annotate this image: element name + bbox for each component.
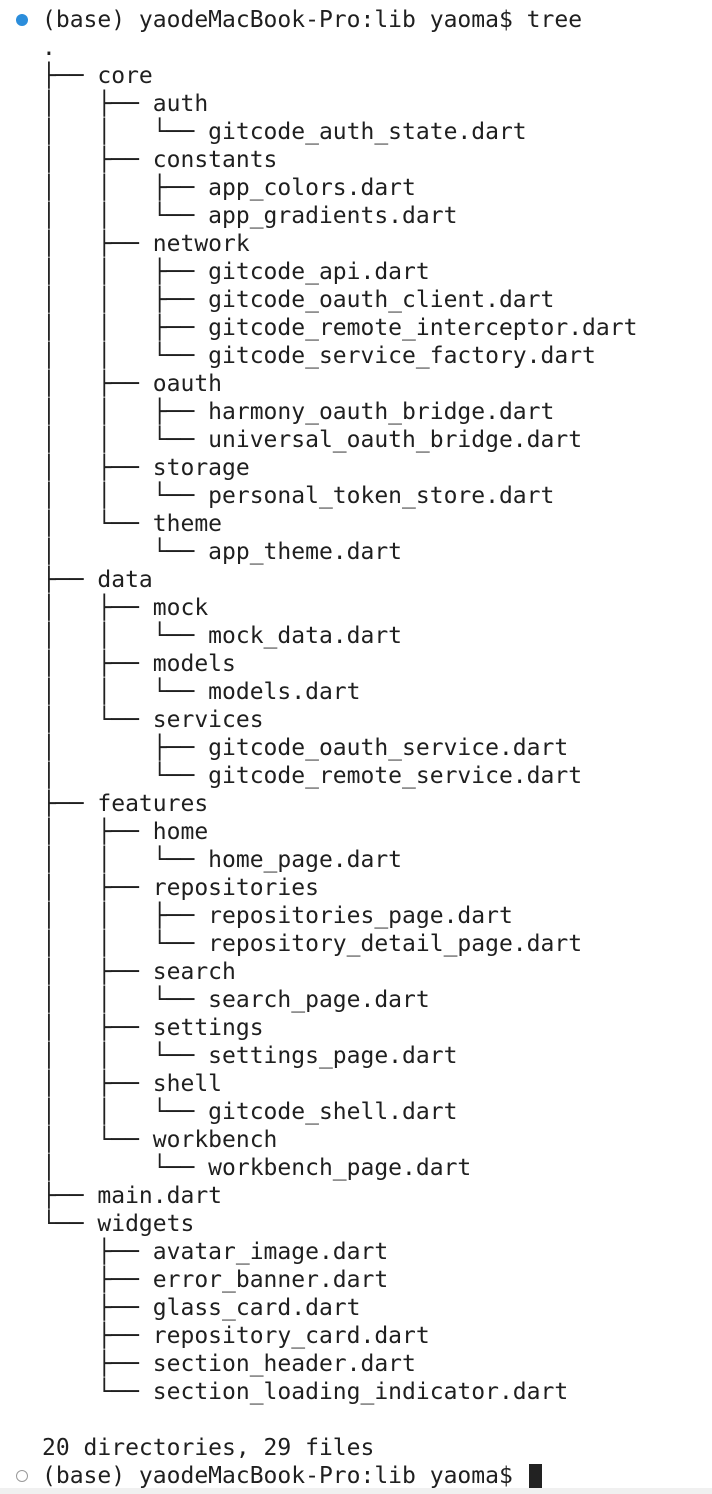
tree-line: │ ├── network [42,231,250,257]
tree-line: │ └── gitcode_remote_service.dart [42,763,583,789]
tree-line: │ │ └── settings_page.dart [42,1043,458,1069]
command-success-dot-icon[interactable] [16,14,28,26]
tree-line: │ │ └── universal_oauth_bridge.dart [42,427,583,453]
tree-line: │ ├── auth [42,91,209,117]
tree-line: └── section_loading_indicator.dart [42,1379,569,1405]
tree-line: │ ├── gitcode_oauth_service.dart [42,735,569,761]
tree-line: ├── glass_card.dart [42,1295,361,1321]
tree-line: ├── repository_card.dart [42,1323,430,1349]
tree-line: ├── error_banner.dart [42,1267,389,1293]
tree-line: │ │ ├── app_colors.dart [42,175,416,201]
tree-line: │ │ └── home_page.dart [42,847,403,873]
tree-line: │ ├── constants [42,147,278,173]
terminal-bottom-edge [0,1488,712,1494]
tree-line: ├── features [42,791,209,817]
tree-line: │ │ ├── gitcode_remote_interceptor.dart [42,315,638,341]
tree-line: │ │ ├── repositories_page.dart [42,903,513,929]
prompt-command: (base) yaodeMacBook-Pro:lib yaoma$ tree [42,7,583,33]
command-pending-dot-icon [16,1470,28,1482]
tree-line: │ │ ├── harmony_oauth_bridge.dart [42,399,555,425]
tree-line: │ │ ├── gitcode_api.dart [42,259,430,285]
tree-line: │ ├── repositories [42,875,319,901]
tree-line: │ │ └── gitcode_auth_state.dart [42,119,527,145]
tree-line: │ │ └── repository_detail_page.dart [42,931,583,957]
tree-line: ├── data [42,567,153,593]
tree-line: │ │ └── gitcode_shell.dart [42,1099,458,1125]
tree-line: │ └── app_theme.dart [42,539,403,565]
tree-line: │ │ └── app_gradients.dart [42,203,458,229]
tree-line: ├── avatar_image.dart [42,1239,389,1265]
tree-line: └── widgets [42,1211,195,1237]
tree-line: │ └── theme [42,511,223,537]
tree-line: │ │ └── personal_token_store.dart [42,483,555,509]
tree-line: . [42,35,56,61]
tree-line: │ └── workbench [42,1127,278,1153]
tree-line: ├── core [42,63,153,89]
tree-line: │ ├── shell [42,1071,223,1097]
tree-line: │ ├── settings [42,1015,264,1041]
tree-line: ├── section_header.dart [42,1351,416,1377]
tree-line: │ ├── search [42,959,236,985]
current-prompt[interactable]: (base) yaodeMacBook-Pro:lib yaoma$ [42,1463,527,1489]
tree-line: │ └── workbench_page.dart [42,1155,472,1181]
tree-line: │ │ └── models.dart [42,679,361,705]
tree-line: │ │ ├── gitcode_oauth_client.dart [42,287,555,313]
tree-line: │ │ └── mock_data.dart [42,623,403,649]
tree-line: ├── main.dart [42,1183,223,1209]
tree-line: │ ├── storage [42,455,250,481]
tree-line: │ ├── mock [42,595,209,621]
tree-line: │ └── services [42,707,264,733]
tree-line: │ ├── home [42,819,209,845]
tree-summary: 20 directories, 29 files [42,1435,375,1461]
cursor [528,1464,542,1489]
tree-line: │ │ └── search_page.dart [42,987,430,1013]
tree-line: │ │ └── gitcode_service_factory.dart [42,343,596,369]
tree-line: │ ├── models [42,651,236,677]
tree-line: │ ├── oauth [42,371,223,397]
